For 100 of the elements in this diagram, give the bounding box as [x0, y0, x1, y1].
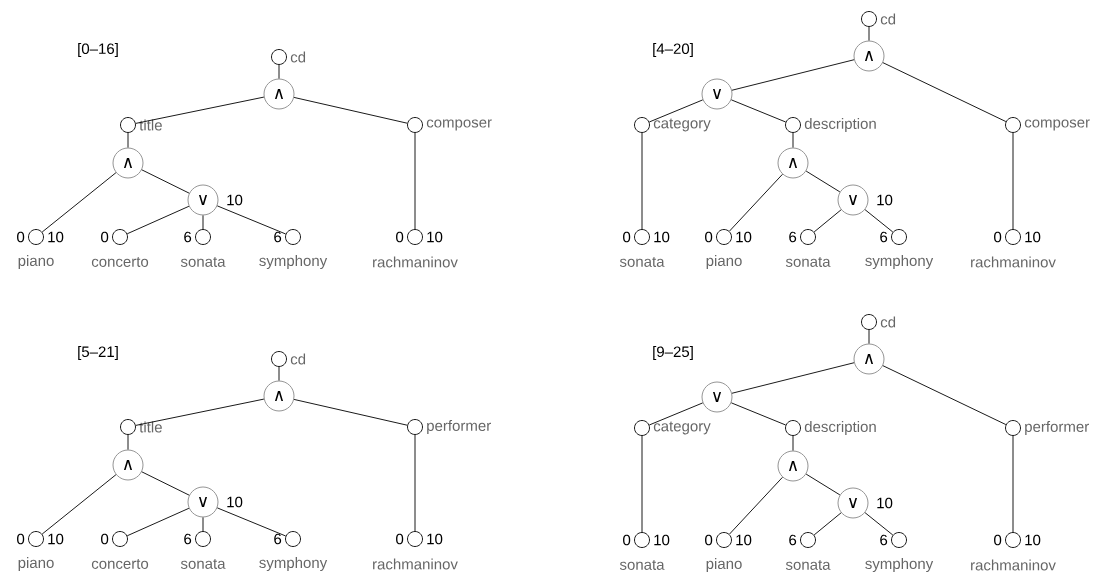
tree-edge: [126, 507, 190, 537]
score-label: 6: [184, 533, 192, 545]
node-label: rachmaninov: [373, 558, 458, 570]
score-label: 0: [623, 534, 631, 546]
tree-edge: [126, 205, 190, 235]
tree-edge: [641, 435, 643, 533]
score-label: 0: [17, 533, 25, 545]
node-label: title: [139, 421, 162, 433]
tree-edge: [864, 209, 894, 233]
score-label: 10: [427, 231, 443, 243]
tree-edge: [730, 402, 787, 426]
node-label: composer: [1024, 119, 1090, 131]
tree-edge: [216, 205, 287, 235]
node-label: cd: [880, 13, 896, 25]
node-label: cd: [880, 316, 896, 328]
score-label: 10: [877, 497, 893, 509]
score-label: 10: [227, 496, 243, 508]
tree-edge: [293, 97, 408, 124]
tree-edge: [127, 132, 129, 148]
score-label: 10: [736, 231, 752, 243]
tree-edge: [414, 434, 416, 532]
node-label: rachmaninov: [971, 256, 1056, 268]
node-label: symphony: [865, 255, 934, 269]
node-label: sonata: [180, 257, 226, 267]
score-label: 10: [736, 534, 752, 546]
tree-edge: [882, 365, 1007, 425]
tree-edge: [868, 329, 870, 344]
score-label: 10: [654, 534, 670, 546]
score-label: 10: [877, 194, 893, 206]
score-label: 0: [705, 231, 713, 243]
score-label: 0: [396, 231, 404, 243]
tree-edge: [813, 209, 842, 233]
tree-edge: [882, 62, 1007, 122]
tree-edge: [728, 476, 783, 535]
node-label: sonata: [785, 257, 831, 267]
node-label: performer: [1025, 421, 1089, 435]
score-label: 10: [1025, 534, 1041, 546]
score-label: 10: [427, 533, 443, 545]
score-label: 6: [184, 231, 192, 243]
tree-edge: [216, 507, 287, 537]
score-label: 0: [994, 534, 1002, 546]
node-label: description: [804, 118, 876, 132]
tree-edge: [641, 132, 643, 230]
score-label: 0: [994, 231, 1002, 243]
tree-edge: [135, 96, 265, 124]
tree-edge: [141, 169, 190, 194]
tree-edge: [805, 170, 841, 193]
tree-edge: [278, 64, 280, 79]
tree-edge: [202, 517, 204, 532]
score-label: 0: [705, 534, 713, 546]
tree-edge: [730, 99, 787, 123]
node-label: rachmaninov: [971, 559, 1056, 571]
score-label: 0: [623, 231, 631, 243]
node-label: cd: [290, 51, 306, 63]
node-label: composer: [426, 119, 492, 131]
tree-edge: [414, 132, 416, 230]
node-label: piano: [18, 255, 54, 269]
score-label: 0: [101, 231, 109, 243]
tree-edge: [41, 474, 117, 535]
tree-edge: [127, 434, 129, 450]
node-label: category: [653, 421, 711, 435]
score-label: 6: [880, 231, 888, 243]
node-label: piano: [706, 558, 742, 572]
tree-edge: [868, 26, 870, 41]
node-label: concerto: [91, 559, 149, 569]
range-label: [5–21]: [78, 346, 118, 360]
range-label: [4–20]: [653, 43, 693, 57]
node-label: symphony: [865, 558, 934, 572]
score-label: 10: [1025, 231, 1041, 243]
score-label: 6: [274, 533, 282, 545]
tree-edge: [731, 59, 855, 91]
tree-edge: [792, 435, 794, 451]
tree-edge: [1012, 132, 1014, 230]
node-label: category: [653, 118, 711, 132]
node-label: sonata: [785, 560, 831, 570]
node-label: cd: [290, 353, 306, 365]
score-label: 10: [654, 231, 670, 243]
node-label: rachmaninov: [373, 256, 458, 268]
node-label: description: [804, 421, 876, 435]
tree-edge: [731, 362, 855, 394]
node-label: performer: [427, 420, 491, 434]
tree-edge: [141, 471, 190, 496]
node-label: sonata: [619, 257, 665, 267]
tree-edge: [864, 512, 894, 536]
score-label: 0: [101, 533, 109, 545]
node-label: concerto: [91, 257, 149, 267]
tree-edge: [805, 473, 841, 496]
tree-edge: [648, 99, 704, 123]
score-label: 10: [48, 231, 64, 243]
score-label: 10: [48, 533, 64, 545]
range-label: [0–16]: [78, 43, 118, 57]
tree-edge: [1012, 435, 1014, 533]
range-label: [9–25]: [653, 346, 693, 360]
score-label: 6: [274, 231, 282, 243]
node-label: piano: [706, 255, 742, 269]
score-label: 6: [789, 231, 797, 243]
score-label: 0: [396, 533, 404, 545]
node-label: piano: [18, 557, 54, 571]
tree-edge: [728, 173, 783, 232]
tree-edge: [202, 215, 204, 230]
